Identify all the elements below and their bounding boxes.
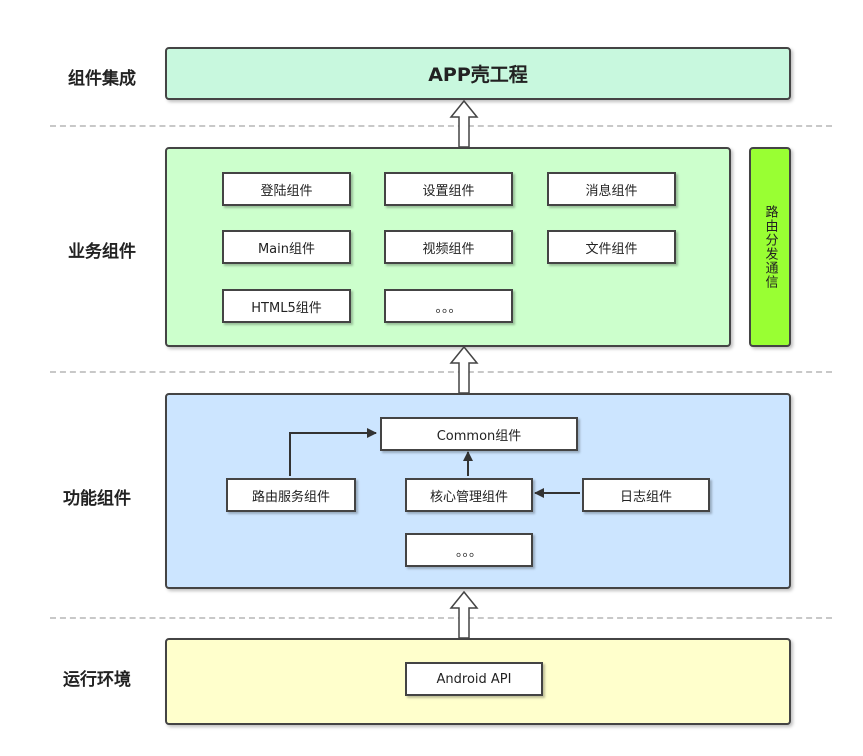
separator-line <box>50 617 832 619</box>
more-functional-component: 。。。 <box>405 533 533 567</box>
layer-label-functional: 功能组件 <box>63 489 131 509</box>
router-service-component: 路由服务组件 <box>226 478 356 512</box>
app-shell-panel: APP壳工程 <box>165 47 791 100</box>
settings-component: 设置组件 <box>384 172 513 206</box>
router-comm-label: 路由分发通信 <box>762 205 778 289</box>
layer-label-runtime: 运行环境 <box>63 670 131 690</box>
hollow-arrow-up <box>449 99 479 148</box>
separator-line <box>50 371 832 373</box>
separator-line <box>50 125 832 127</box>
main-component: Main组件 <box>222 230 351 264</box>
business-panel: 登陆组件 设置组件 消息组件 Main组件 视频组件 文件组件 HTML5组件 … <box>165 147 731 347</box>
app-shell-title: APP壳工程 <box>428 64 528 86</box>
layer-label-business: 业务组件 <box>68 242 136 262</box>
common-component: Common组件 <box>380 417 578 451</box>
file-component: 文件组件 <box>547 230 676 264</box>
message-component: 消息组件 <box>547 172 676 206</box>
runtime-panel: Android API <box>165 638 791 725</box>
login-component: 登陆组件 <box>222 172 351 206</box>
functional-panel: Common组件 路由服务组件 核心管理组件 日志组件 。。。 <box>165 393 791 589</box>
hollow-arrow-up <box>449 590 479 639</box>
router-comm-panel: 路由分发通信 <box>749 147 791 347</box>
layer-label-integration: 组件集成 <box>68 69 136 89</box>
video-component: 视频组件 <box>384 230 513 264</box>
log-component: 日志组件 <box>582 478 710 512</box>
html5-component: HTML5组件 <box>222 289 351 323</box>
core-manager-component: 核心管理组件 <box>405 478 533 512</box>
arrow-router-to-common <box>289 428 377 476</box>
hollow-arrow-up <box>449 345 479 394</box>
android-api-box: Android API <box>405 662 543 696</box>
more-business-component: 。。。 <box>384 289 513 323</box>
